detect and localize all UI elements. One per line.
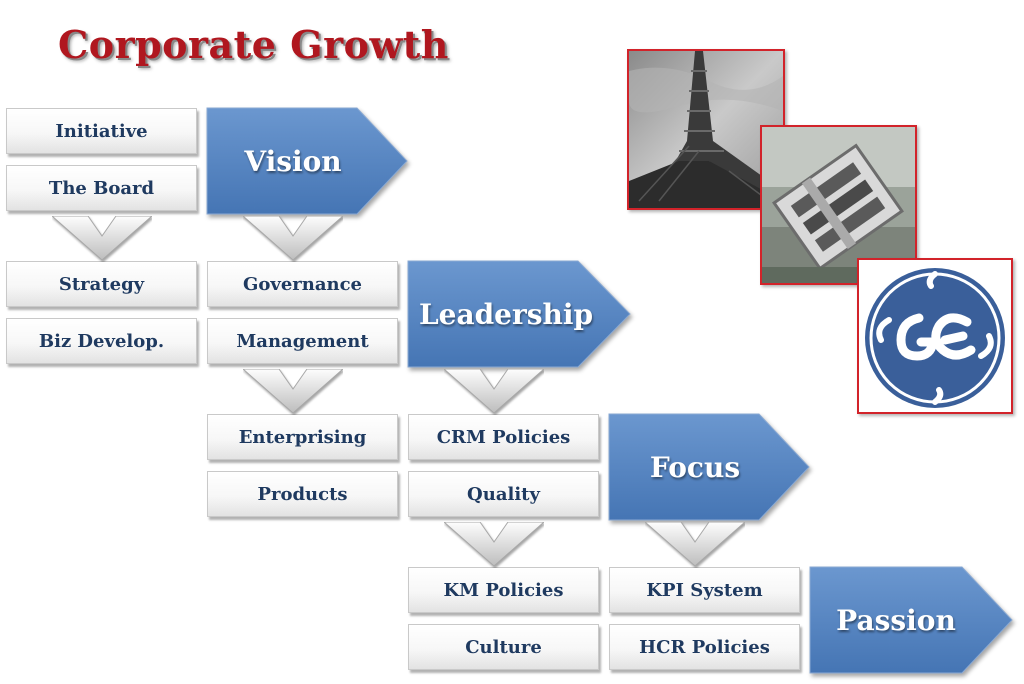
box-enterprising: Enterprising <box>207 414 398 460</box>
chevron-down-icon <box>241 368 345 415</box>
stage-arrow-vision: Vision <box>206 107 412 215</box>
stage-arrow-leadership: Leadership <box>407 260 631 368</box>
stage-label: Passion <box>836 603 956 637</box>
box-governance: Governance <box>207 261 398 307</box>
page-title: Corporate Growth <box>58 22 449 67</box>
box-products: Products <box>207 471 398 517</box>
stage-label: Focus <box>649 450 741 484</box>
box-initiative: Initiative <box>6 108 197 154</box>
arrow-shape <box>809 566 1013 674</box>
chevron-down-icon <box>643 521 747 568</box>
box-kpi-system: KPI System <box>609 567 800 613</box>
chevron-down-icon <box>442 368 546 415</box>
arrow-shape <box>407 260 631 368</box>
box-biz-develop: Biz Develop. <box>6 318 197 364</box>
box-quality: Quality <box>408 471 599 517</box>
box-km-policies: KM Policies <box>408 567 599 613</box>
stage-label: Leadership <box>418 297 594 331</box>
stage-arrow-focus: Focus <box>608 413 814 521</box>
box-culture: Culture <box>408 624 599 670</box>
box-crm-policies: CRM Policies <box>408 414 599 460</box>
chevron-down-icon <box>241 215 345 262</box>
eiffel-tower-photo <box>627 49 785 210</box>
stage-arrow-passion: Passion <box>809 566 1015 674</box>
arrow-shape <box>608 413 810 521</box>
box-management: Management <box>207 318 398 364</box>
chevron-down-icon <box>442 521 546 568</box>
box-hcr-policies: HCR Policies <box>609 624 800 670</box>
chevron-down-icon <box>50 215 154 262</box>
arrow-shape <box>206 107 408 215</box>
ge-logo <box>857 258 1013 414</box>
box-the-board: The Board <box>6 165 197 211</box>
stage-label: Vision <box>244 144 342 178</box>
box-strategy: Strategy <box>6 261 197 307</box>
